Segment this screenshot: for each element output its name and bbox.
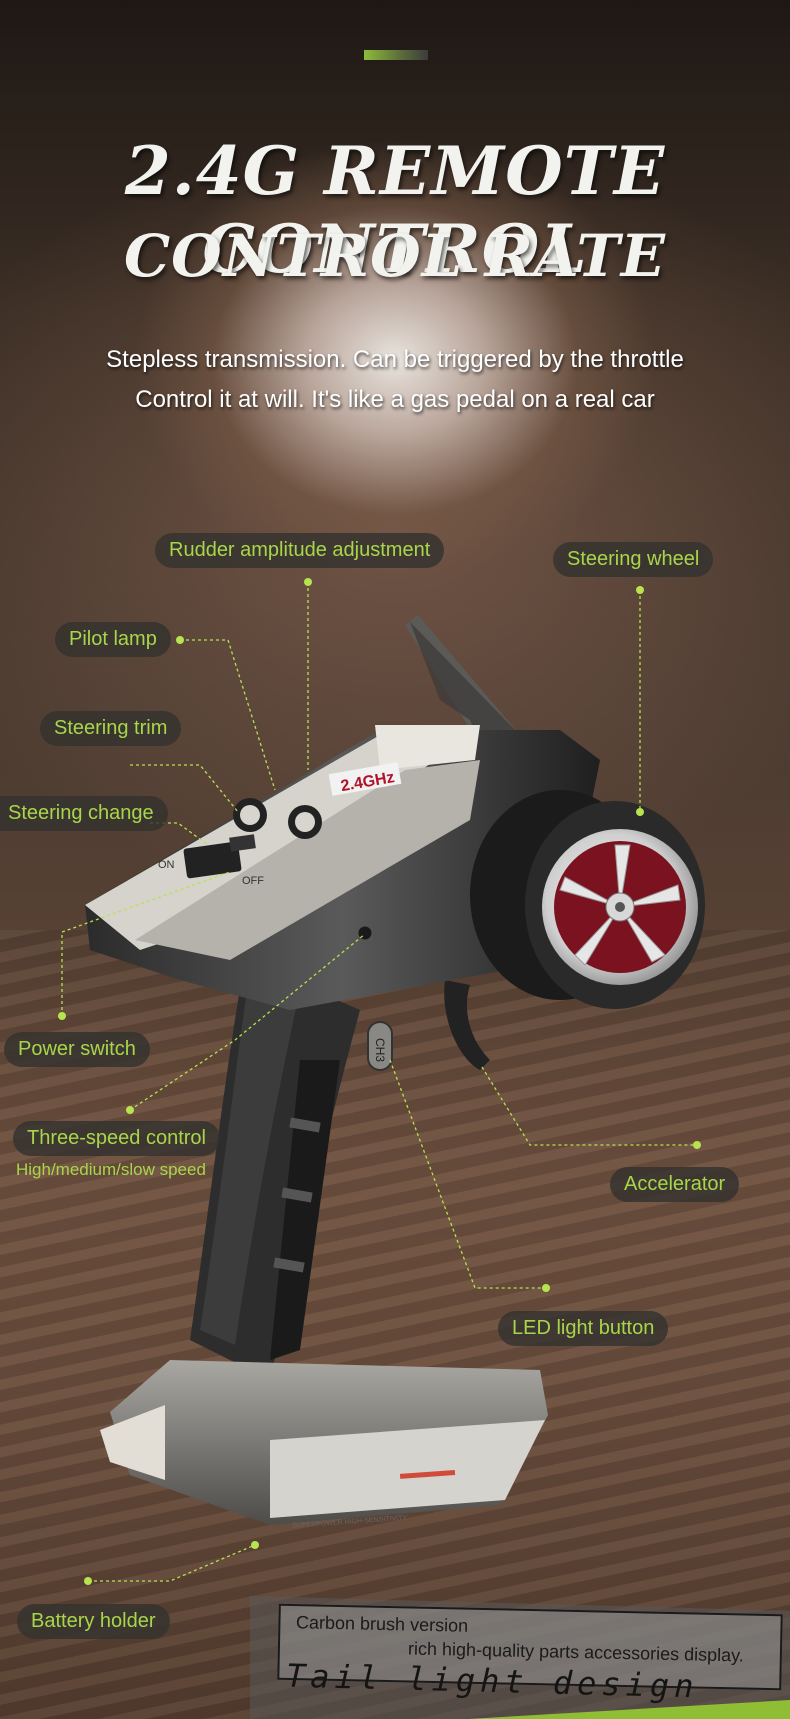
callout-dot-rudder bbox=[304, 578, 312, 586]
callout-pilot-lamp: Pilot lamp bbox=[55, 622, 171, 657]
controller-body bbox=[85, 725, 600, 1010]
callout-steering-trim: Steering trim bbox=[40, 711, 182, 746]
callout-leader-lines bbox=[61, 582, 697, 1582]
ch3-label: CH3 bbox=[373, 1038, 387, 1062]
callout-dot-battery-end bbox=[251, 1541, 259, 1549]
callout-dot-wheel-end bbox=[636, 808, 644, 816]
battery-base bbox=[100, 1360, 548, 1525]
callout-accelerator: Accelerator bbox=[610, 1167, 740, 1202]
switch-on-label: ON bbox=[158, 859, 175, 871]
callout-dot-pilot-lamp bbox=[176, 636, 184, 644]
callout-three-speed: Three-speed control bbox=[13, 1121, 220, 1156]
callout-dot-power bbox=[58, 1012, 66, 1020]
callout-dot-battery bbox=[84, 1577, 92, 1585]
callout-power-switch: Power switch bbox=[4, 1032, 150, 1067]
decorative-bar bbox=[364, 50, 428, 60]
title-line-2: CONTROL RATE bbox=[124, 222, 666, 290]
callout-battery-holder: Battery holder bbox=[17, 1604, 170, 1639]
throttle-trigger bbox=[444, 980, 490, 1070]
trim-knobs bbox=[233, 798, 322, 839]
pilot-lamp-led bbox=[357, 925, 373, 941]
callout-three-speed-sub: High/medium/slow speed bbox=[16, 1160, 206, 1179]
steering-wheel bbox=[470, 790, 705, 1009]
callout-rudder-amplitude: Rudder amplitude adjustment bbox=[155, 533, 445, 568]
handle-grip bbox=[190, 960, 360, 1380]
callout-steering-wheel: Steering wheel bbox=[553, 542, 714, 577]
subtitle-line-2: Control it at will. It's like a gas peda… bbox=[135, 386, 655, 413]
channel-switches bbox=[183, 834, 256, 879]
antenna bbox=[405, 615, 520, 745]
subtitle-line-1: Stepless transmission. Can be triggered … bbox=[106, 346, 684, 373]
carbon-brush-line-1: Carbon brush version bbox=[295, 1612, 469, 1636]
callout-dot-led bbox=[542, 1284, 550, 1292]
title-line-1: 2.4G REMOTE CONTROL bbox=[124, 132, 666, 288]
ch3-button bbox=[367, 1021, 393, 1071]
switch-off-label: OFF bbox=[242, 875, 264, 887]
callout-led-button: LED light button bbox=[498, 1311, 669, 1346]
callout-steering-change: Steering change bbox=[0, 796, 168, 831]
callout-dot-steering-wheel bbox=[636, 586, 644, 594]
callout-dot-accelerator bbox=[693, 1141, 701, 1149]
callout-dot-three-speed bbox=[126, 1106, 134, 1114]
